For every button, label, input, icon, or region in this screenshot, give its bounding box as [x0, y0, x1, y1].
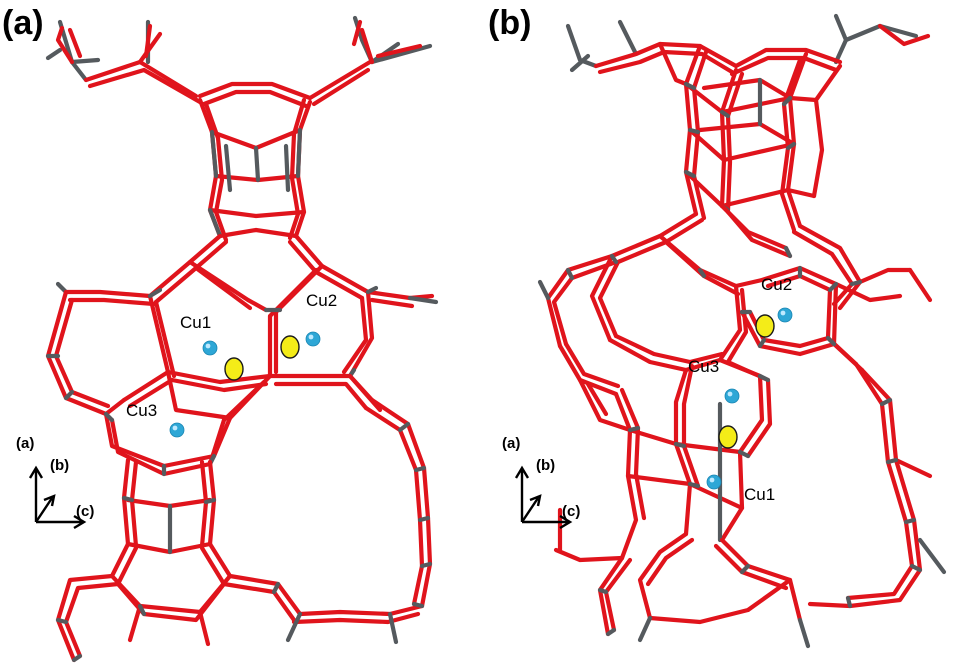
panel-b-label: (b) [488, 4, 531, 42]
cu1-site [202, 340, 218, 356]
cu1-label: Cu1 [180, 313, 211, 332]
cu1-label: Cu1 [744, 485, 775, 504]
cu2-site [305, 331, 321, 347]
panel-b-framework [537, 13, 947, 649]
cu3-label: Cu3 [688, 357, 719, 376]
axis-c-label: (c) [76, 503, 94, 520]
cu3-site [724, 388, 740, 404]
panel-a: (a) [2, 4, 439, 663]
panel-a-sites [169, 331, 321, 438]
axis-c-label: (c) [562, 503, 580, 520]
cu2-site [777, 307, 793, 323]
cu3-label: Cu3 [126, 401, 157, 420]
panel-b-sites [706, 307, 793, 490]
axis-b-label: (b) [536, 457, 555, 474]
panel-a-label: (a) [2, 4, 44, 42]
cu1-site [706, 474, 722, 490]
marker-point [280, 335, 300, 359]
axis-b-label: (b) [50, 457, 69, 474]
panel-a-axes: (a) (b) (c) [16, 435, 94, 530]
cu2-label: Cu2 [761, 275, 792, 294]
axis-a-label: (a) [16, 435, 34, 452]
cu2-label: Cu2 [306, 291, 337, 310]
marker-point [718, 425, 738, 449]
cu3-site [169, 422, 185, 438]
panel-b-axes: (a) (b) (c) [502, 435, 580, 530]
marker-point [755, 314, 775, 338]
axis-a-label: (a) [502, 435, 520, 452]
panel-a-framework [45, 15, 439, 663]
panel-b: (b) [488, 4, 947, 649]
marker-point [224, 357, 244, 381]
